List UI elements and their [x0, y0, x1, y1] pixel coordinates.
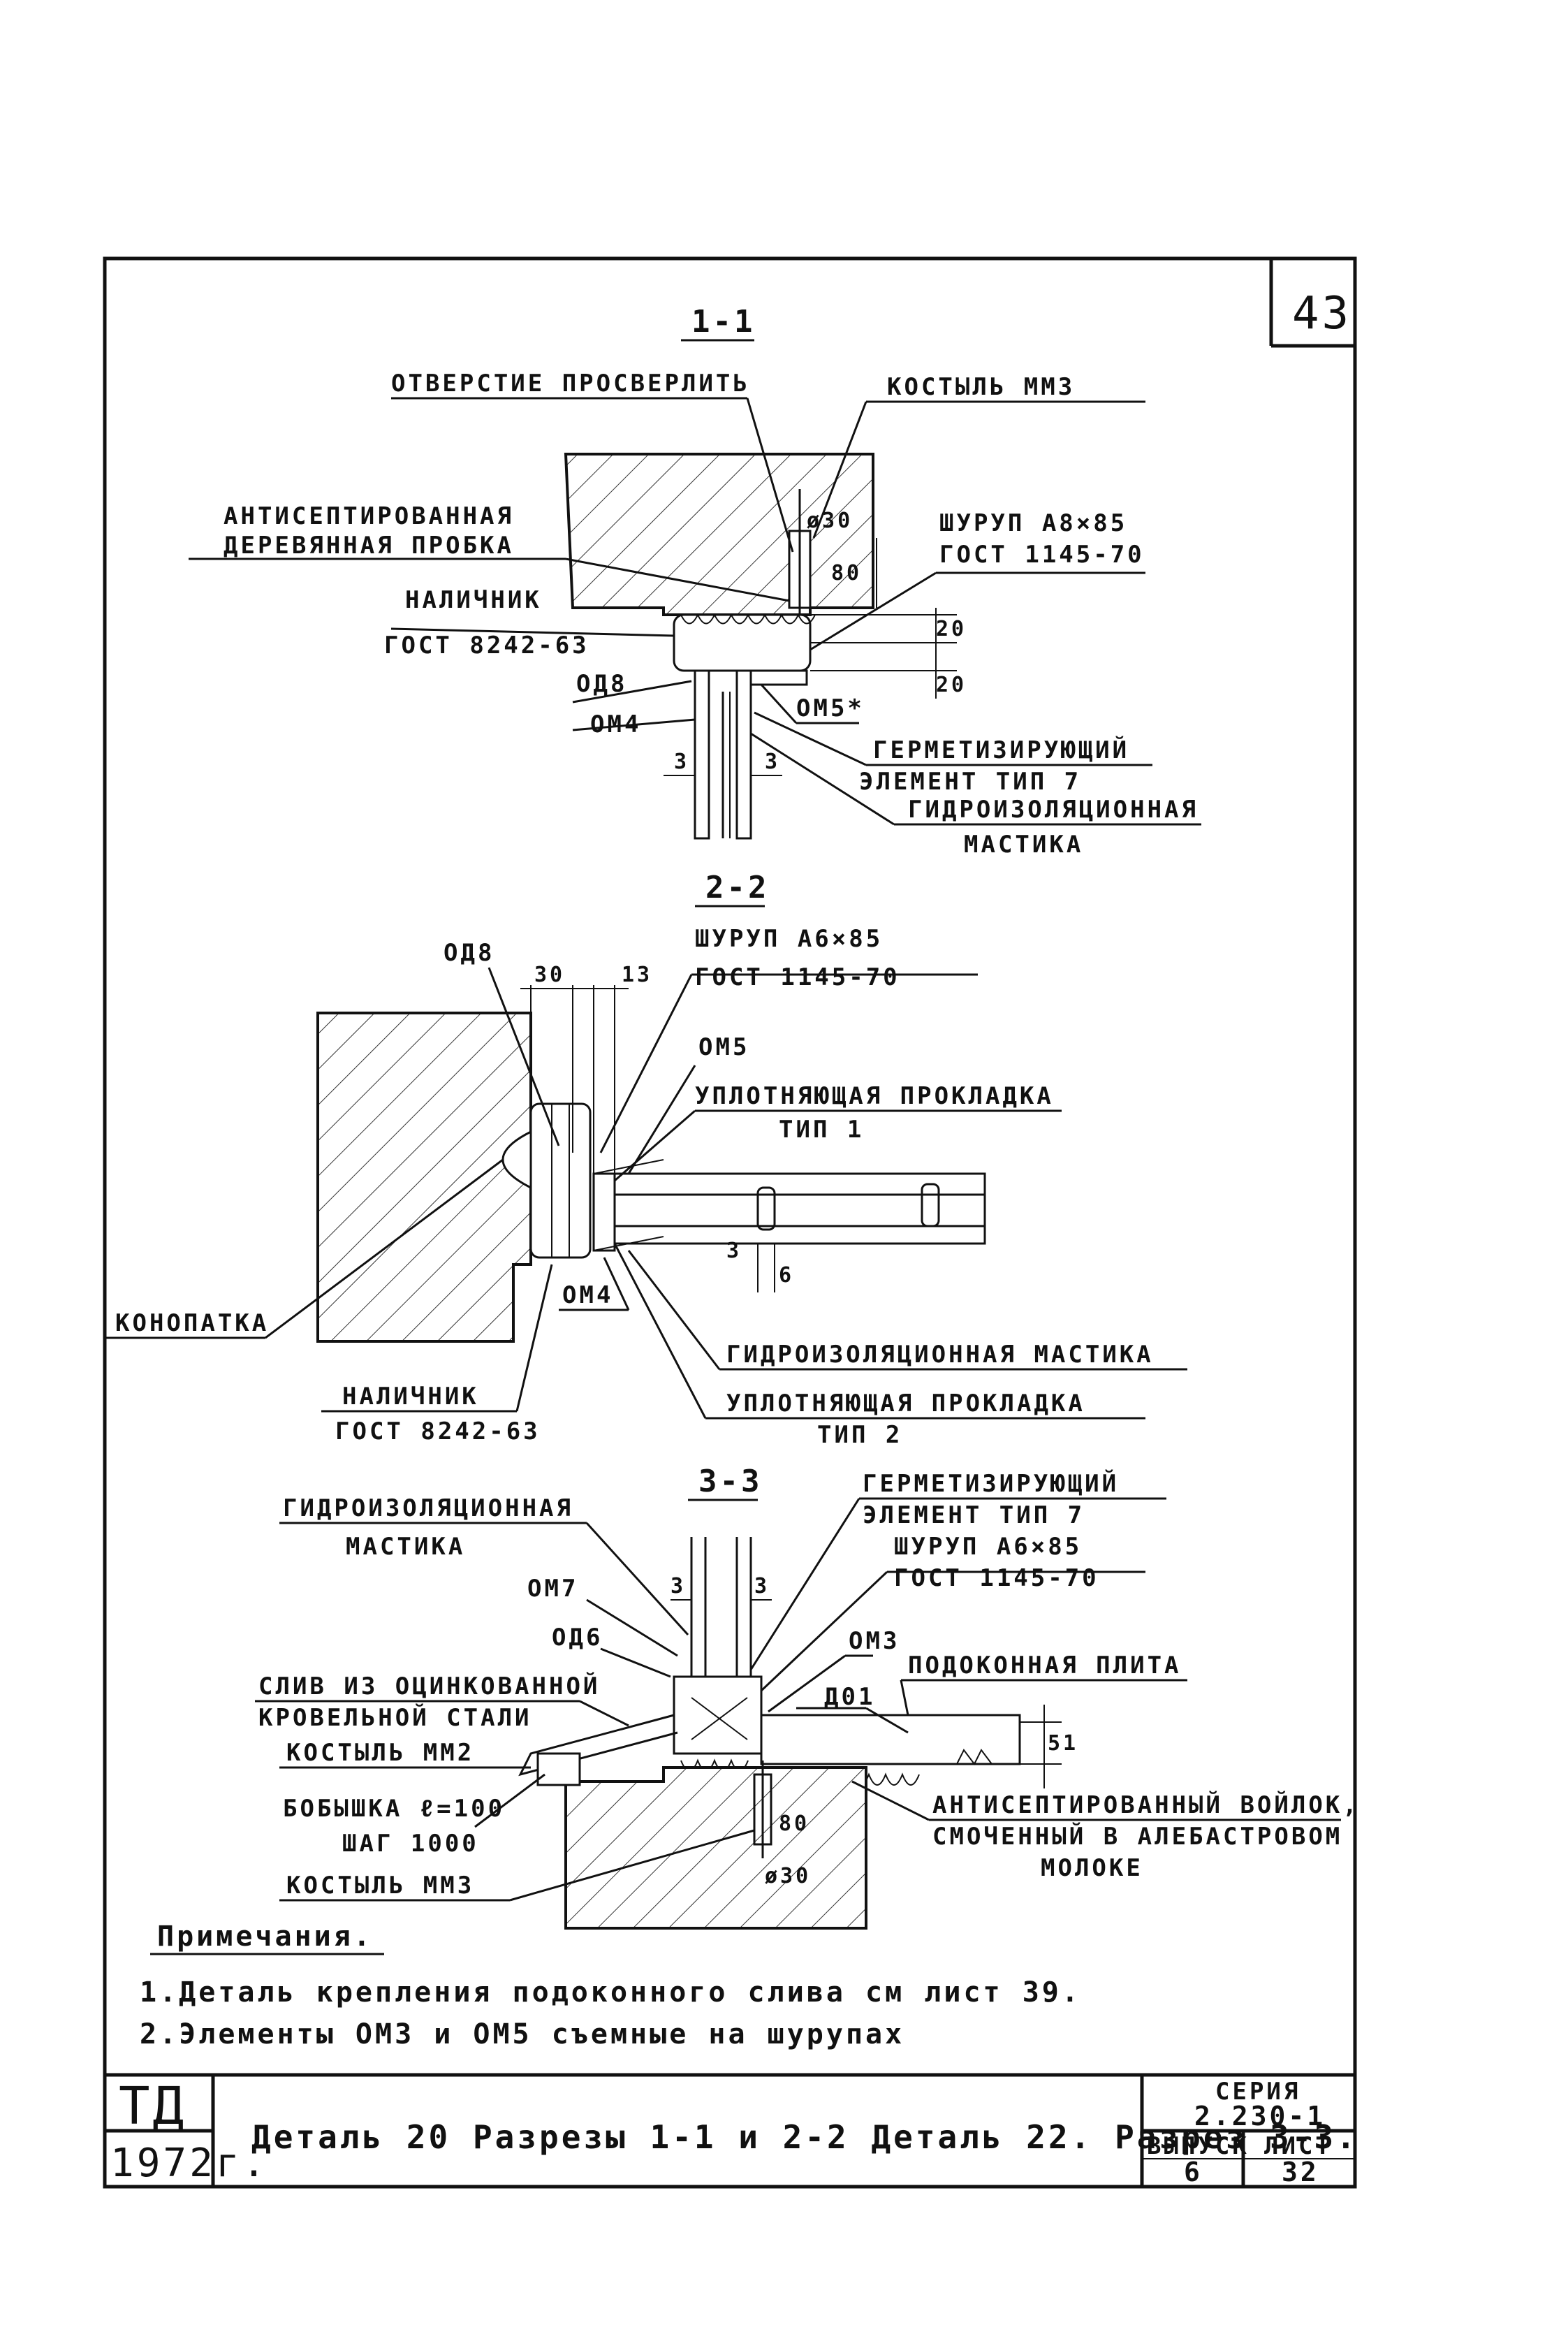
- notes-heading: Примечания.: [157, 1921, 373, 1953]
- label-hole: ОТВЕРСТИЕ ПРОСВЕРЛИТЬ: [391, 370, 750, 398]
- list-value: 32: [1282, 2157, 1319, 2187]
- frame-box-3: [673, 1675, 763, 1755]
- nalichnik-2: [529, 1102, 592, 1259]
- label-sliv-2: КРОВЕЛЬНОЙ СТАЛИ: [258, 1703, 532, 1732]
- label-om5: ОМ5*: [796, 694, 865, 722]
- label-mm2: КОСТЫЛЬ ММ2: [286, 1739, 474, 1767]
- drawing-title: Деталь 20 Разрезы 1-1 и 2-2 Деталь 22. Р…: [251, 2118, 1358, 2156]
- section-2-2: 2-2: [105, 870, 1187, 1449]
- note-2: 2.Элементы ОМ3 и ОМ5 съемные на шурупах: [140, 2018, 904, 2050]
- vypusk-value: 6: [1184, 2157, 1203, 2187]
- label-od6: ОД6: [552, 1624, 603, 1652]
- label-konopatka: КОНОПАТКА: [115, 1309, 269, 1337]
- list-label: ЛИСТ: [1264, 2132, 1333, 2160]
- label-3-shurup-1: ШУРУП А6×85: [894, 1533, 1082, 1561]
- bobyshka: [536, 1752, 581, 1786]
- sliv-steel: [518, 1714, 678, 1777]
- wall-3-3: [564, 1766, 867, 1930]
- dim-2-13: 13: [622, 963, 652, 987]
- label-2-shurup-2: ГОСТ 1145-70: [695, 963, 900, 991]
- dim-3-3b: 3: [754, 1574, 770, 1598]
- stamp-year: 1972г.: [110, 2141, 268, 2186]
- dim-2-6: 6: [779, 1263, 794, 1288]
- wall-1-1: [564, 453, 874, 616]
- label-od8: ОД8: [576, 670, 627, 698]
- title-block: ТД 1972г. Деталь 20 Разрезы 1-1 и 2-2 Де…: [105, 2073, 1358, 2187]
- dim-3-80: 80: [779, 1812, 809, 1836]
- label-voylok-2: СМОЧЕННЫЙ В АЛЕБАСТРОВОМ: [932, 1822, 1342, 1851]
- label-probka-1: АНТИСЕПТИРОВАННАЯ: [224, 502, 514, 530]
- label-plita: ПОДОКОННАЯ ПЛИТА: [908, 1652, 1182, 1679]
- label-om7: ОМ7: [527, 1575, 578, 1603]
- seria-value: 2.230-1: [1194, 2101, 1326, 2131]
- dim-1-3b: 3: [765, 750, 780, 774]
- label-2-om4: ОМ4: [562, 1281, 613, 1309]
- label-sliv-1: СЛИВ ИЗ ОЦИНКОВАННОЙ: [258, 1672, 600, 1700]
- label-bob-2: ШАГ 1000: [342, 1830, 479, 1858]
- dim-1-20b: 20: [936, 673, 967, 697]
- label-2-prokl2-2: ТИП 2: [817, 1421, 902, 1449]
- dim-1-20a: 20: [936, 617, 967, 641]
- label-2-prokl2-1: УПЛОТНЯЮЩАЯ ПРОКЛАДКА: [726, 1390, 1085, 1417]
- label-voylok-3: МОЛОКЕ: [1041, 1854, 1143, 1882]
- dim-1-3a: 3: [674, 750, 689, 774]
- label-mastika-1: ГИДРОИЗОЛЯЦИОННАЯ: [908, 796, 1199, 824]
- label-bob-1: БОБЫШКА ℓ=100: [283, 1795, 505, 1823]
- label-voylok-1: АНТИСЕПТИРОВАННЫЙ ВОЙЛОК,: [932, 1791, 1360, 1819]
- label-kostyl-mm3: КОСТЫЛЬ ММ3: [887, 373, 1075, 401]
- label-2-nalichnik-2: ГОСТ 8242-63: [335, 1417, 541, 1445]
- label-3-mastika-2: МАСТИКА: [346, 1533, 465, 1561]
- dim-2-30: 30: [534, 963, 565, 987]
- label-3-mastika-1: ГИДРОИЗОЛЯЦИОННАЯ: [283, 1494, 573, 1522]
- label-2-prokl1-2: ТИП 1: [779, 1116, 864, 1144]
- label-2-mastika: ГИДРОИЗОЛЯЦИОННАЯ МАСТИКА: [726, 1341, 1154, 1369]
- wall-2-2: [316, 1012, 532, 1343]
- label-nalichnik-gost: ГОСТ 8242-63: [384, 632, 589, 659]
- vypusk-label: ВЫПУСК: [1147, 2132, 1250, 2160]
- stamp-org: ТД: [119, 2076, 186, 2136]
- sheet-frame: 43: [103, 256, 1357, 2189]
- label-2-prokl1-1: УПЛОТНЯЮЩАЯ ПРОКЛАДКА: [695, 1082, 1054, 1110]
- dim-1-d30: ø30: [807, 509, 853, 533]
- dim-2-3: 3: [726, 1239, 742, 1263]
- dim-3-d30: ø30: [765, 1864, 811, 1888]
- label-shurup-a8-2: ГОСТ 1145-70: [939, 541, 1145, 569]
- label-mastika-2: МАСТИКА: [964, 831, 1083, 859]
- label-d001: Д01: [824, 1683, 875, 1711]
- label-germ-1: ГЕРМЕТИЗИРУЮЩИЙ: [873, 736, 1129, 764]
- label-3-germ-2: ЭЛЕМЕНТ ТИП 7: [863, 1501, 1085, 1529]
- seria-label: СЕРИЯ: [1215, 2078, 1300, 2106]
- label-2-shurup-1: ШУРУП А6×85: [695, 925, 883, 953]
- note-1: 1.Деталь крепления подоконного слива см …: [140, 1976, 1081, 2009]
- dim-3-51: 51: [1048, 1731, 1078, 1756]
- page-number: 43: [1292, 288, 1351, 340]
- label-2-om5: ОМ5: [698, 1033, 749, 1061]
- label-2-nalichnik-1: НАЛИЧНИК: [342, 1383, 479, 1411]
- label-3-mm3: КОСТЫЛЬ ММ3: [286, 1872, 474, 1900]
- label-2-od8: ОД8: [444, 939, 494, 967]
- label-germ-2: ЭЛЕМЕНТ ТИП 7: [859, 768, 1081, 796]
- dim-1-80: 80: [831, 561, 862, 585]
- label-om3: ОМ3: [849, 1627, 900, 1655]
- section-2-2-title: 2-2: [705, 870, 769, 905]
- notes: Примечания. 1.Деталь крепления подоконно…: [140, 1921, 1081, 2050]
- label-3-germ-1: ГЕРМЕТИЗИРУЮЩИЙ: [863, 1469, 1119, 1498]
- label-3-shurup-2: ГОСТ 1145-70: [894, 1564, 1099, 1592]
- section-1-1-title: 1-1: [691, 304, 755, 340]
- section-3-3-title: 3-3: [698, 1464, 762, 1499]
- dim-3-3a: 3: [671, 1574, 686, 1598]
- label-om4: ОМ4: [590, 710, 641, 738]
- section-3-3: 3-3: [255, 1464, 1360, 1930]
- label-shurup-a8-1: ШУРУП А8×85: [939, 509, 1127, 537]
- section-1-1: 1-1: [189, 304, 1201, 859]
- label-nalichnik-1: НАЛИЧНИК: [405, 586, 542, 614]
- label-probka-2: ДЕРЕВЯННАЯ ПРОБКА: [224, 532, 514, 560]
